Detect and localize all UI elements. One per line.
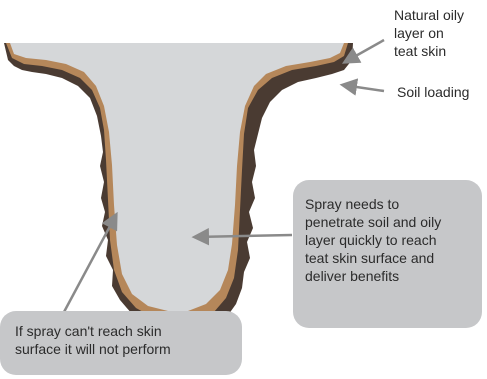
perform-arrow [64,215,116,312]
oily-layer-label: Natural oily layer on teat skin [394,6,486,60]
soil-loading-arrow [343,85,384,91]
spray-perform-callout: If spray can't reach skin surface it wil… [0,311,242,375]
spray-penetrate-callout: Spray needs to penetrate soil and oily l… [293,180,482,328]
soil-loading-label: Soil loading [397,83,487,101]
